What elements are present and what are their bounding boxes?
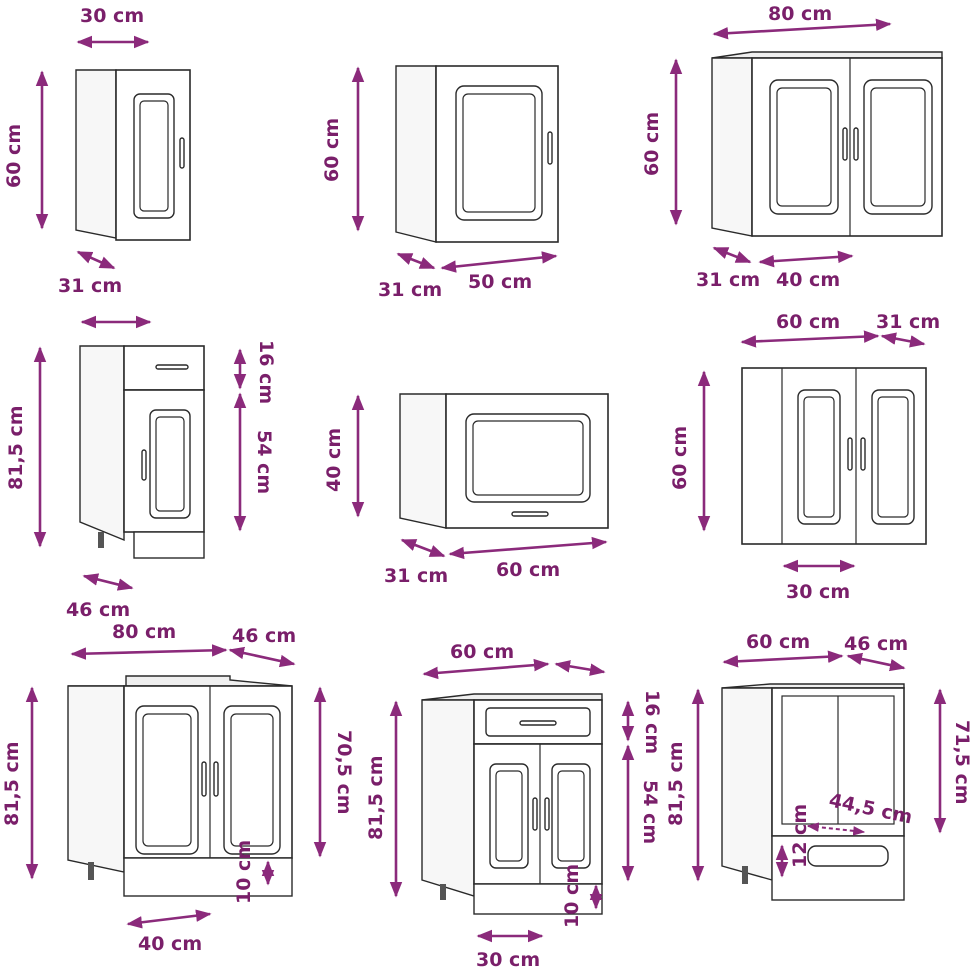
cabinet-sink-base: 80 cm 46 cm 81,5 cm 70,5 cm 10 cm 40 cm (1, 621, 355, 955)
cab6-label-door: 30 cm (786, 581, 850, 603)
cab9-label-width: 60 cm (746, 631, 810, 653)
cab5-label-width: 60 cm (496, 559, 560, 581)
cab2-label-height: 60 cm (321, 118, 343, 182)
cab3-label-door: 40 cm (776, 269, 840, 291)
cab1-label-width: 30 cm (80, 5, 144, 27)
cab4-label-drawer: 16 cm (255, 340, 277, 404)
cab8-label-door-width: 30 cm (476, 949, 540, 971)
cabinet-wall-30: 30 cm 60 cm 31 cm (3, 5, 191, 297)
cabinet-wall-50: 60 cm 31 cm 50 cm (321, 65, 559, 301)
cab7-label-plinth: 10 cm (233, 840, 255, 904)
cab1-label-height: 60 cm (3, 124, 25, 188)
cab9-label-depth: 46 cm (844, 633, 908, 655)
cab6-label-height: 60 cm (669, 426, 691, 490)
cab8-label-door: 54 cm (639, 780, 661, 844)
cab4-label-height: 81,5 cm (5, 405, 27, 490)
cab2-label-depth: 31 cm (378, 279, 442, 301)
cab8-label-plinth: 10 cm (561, 864, 583, 928)
cab7-label-depth: 46 cm (232, 625, 296, 647)
cabinet-wall-60: 60 cm 31 cm 60 cm 30 cm (669, 311, 940, 603)
cab5-label-depth: 31 cm (384, 565, 448, 587)
cab7-label-width: 80 cm (112, 621, 176, 643)
cab9-label-drawer-height: 12 cm (789, 804, 811, 868)
cabinet-base-60-drawer: 60 cm 81,5 cm 16 cm 54 cm 10 cm 30 cm (365, 641, 663, 971)
cab5-label-height: 40 cm (323, 428, 345, 492)
cabinet-wall-80: 80 cm 60 cm 31 cm 40 cm (641, 3, 943, 291)
cab8-label-drawer: 16 cm (641, 690, 663, 754)
cabinet-oven-base: 60 cm 46 cm 81,5 cm 71,5 cm 44,5 cm 12 c… (665, 631, 973, 901)
cab3-label-height: 60 cm (641, 112, 663, 176)
cab3-label-depth: 31 cm (696, 269, 760, 291)
cab4-label-depth: 46 cm (66, 599, 130, 621)
cab7-label-door: 40 cm (138, 933, 202, 955)
cab8-label-width: 60 cm (450, 641, 514, 663)
cabinet-base-drawer: 81,5 cm 16 cm 54 cm 46 cm (5, 315, 277, 621)
cab1-label-depth: 31 cm (58, 275, 122, 297)
cab4-label-door: 54 cm (253, 430, 275, 494)
cab9-label-height: 81,5 cm (665, 741, 687, 826)
cab2-label-width: 50 cm (468, 271, 532, 293)
cab3-label-width: 80 cm (768, 3, 832, 25)
cab6-label-depth: 31 cm (876, 311, 940, 333)
cab8-label-height: 81,5 cm (365, 755, 387, 840)
cab6-label-width: 60 cm (776, 311, 840, 333)
cabinet-wall-flap: 40 cm 31 cm 60 cm (323, 393, 609, 587)
cab9-label-opening-height: 71,5 cm (951, 720, 973, 805)
cab7-label-body-height: 70,5 cm (333, 730, 355, 815)
cab7-label-height: 81,5 cm (1, 741, 23, 826)
